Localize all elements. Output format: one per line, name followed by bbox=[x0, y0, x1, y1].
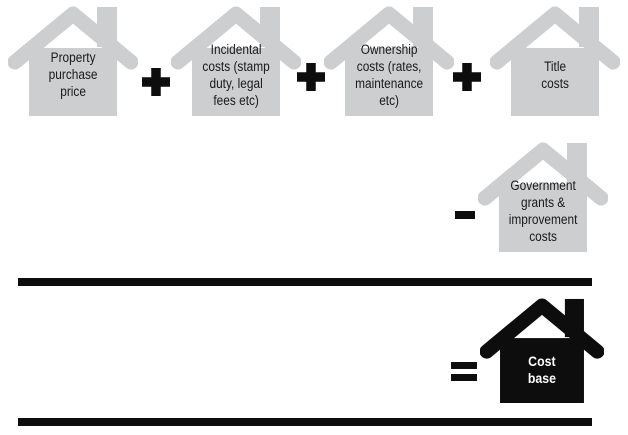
house-label: Government grants & improvement costs bbox=[508, 177, 578, 244]
equals-icon bbox=[451, 362, 477, 381]
plus-icon bbox=[453, 63, 481, 91]
plus-icon bbox=[142, 68, 170, 96]
house-incidental-costs: Incidental costs (stamp duty, legal fees… bbox=[171, 6, 301, 116]
house-label: Ownership costs (rates, maintenance etc) bbox=[354, 41, 424, 108]
house-label: Cost base bbox=[527, 353, 557, 387]
house-label: Title costs bbox=[541, 58, 569, 91]
house-ownership-costs: Ownership costs (rates, maintenance etc) bbox=[324, 6, 454, 116]
minus-icon bbox=[455, 211, 475, 219]
plus-icon bbox=[297, 63, 325, 91]
separator-line-bottom bbox=[18, 418, 592, 426]
house-label: Property purchase price bbox=[48, 50, 98, 100]
house-property-purchase-price: Property purchase price bbox=[8, 6, 138, 116]
house-cost-base: Cost base bbox=[480, 298, 604, 403]
house-label: Incidental costs (stamp duty, legal fees… bbox=[202, 41, 270, 108]
equals-bar bbox=[451, 362, 477, 369]
house-title-costs: Title costs bbox=[490, 6, 620, 116]
equals-bar bbox=[451, 374, 477, 381]
house-government-grants: Government grants & improvement costs bbox=[478, 142, 608, 252]
separator-line-top bbox=[18, 278, 592, 286]
